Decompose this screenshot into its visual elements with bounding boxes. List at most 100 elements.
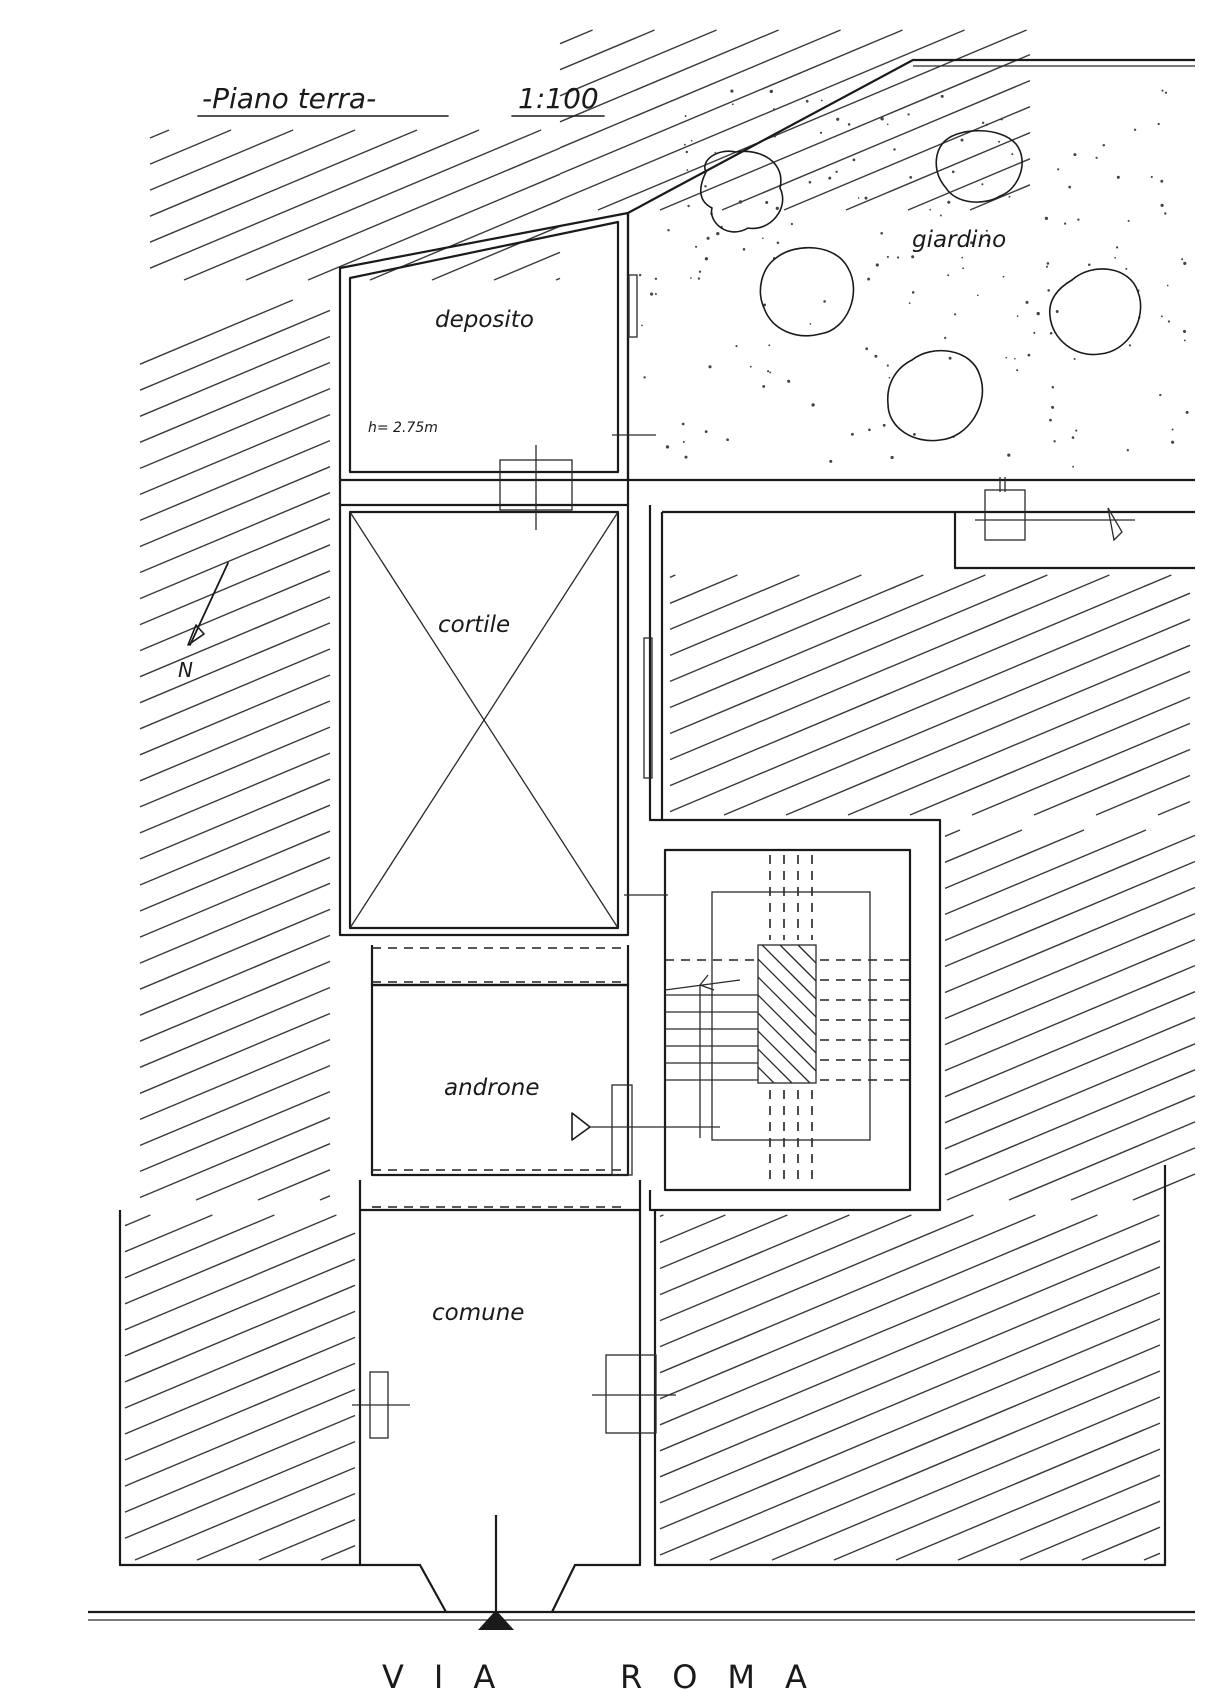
androne-top-wall (370, 945, 630, 987)
hatch-line (139, 648, 331, 730)
garden-dot (765, 200, 769, 205)
stair-core-hatch-line (761, 944, 817, 1000)
garden-dot (1114, 256, 1117, 259)
hatch-line (659, 1240, 1161, 1452)
stair-arrow-head (699, 974, 715, 991)
garden-dot (643, 376, 646, 379)
hatch-line (559, 29, 593, 45)
garden-dot (1128, 344, 1132, 347)
hatch-line (139, 908, 331, 990)
garden-dot (684, 115, 687, 117)
garden-dot (886, 255, 889, 258)
hatch-line (957, 1474, 1161, 1561)
garden-dot (1011, 153, 1014, 156)
garden-dot (1102, 144, 1106, 147)
garden-dot (767, 370, 770, 373)
hatch-line (559, 29, 903, 175)
hatch-line (124, 1414, 356, 1513)
garden-dot (1071, 436, 1075, 439)
hatch-line (139, 700, 331, 782)
hatch-line (139, 439, 331, 522)
garden-dot (865, 347, 869, 351)
hatch-line (721, 79, 1031, 211)
garden-dot (939, 214, 942, 217)
stair-upper-outline (711, 891, 871, 1141)
garden-dot (704, 185, 707, 188)
garden-dot (681, 422, 685, 426)
deposito-outer-wall (338, 211, 630, 482)
garden-dot (650, 292, 654, 296)
label-cortile: cortile (438, 612, 510, 638)
hatch-line (149, 129, 294, 191)
stair-arrow-line (664, 979, 741, 991)
hatch-line (124, 1214, 151, 1227)
window-comune-right (605, 1354, 657, 1434)
hatch-line (139, 466, 331, 548)
hatch-line (139, 492, 331, 574)
garden-dot (1044, 216, 1049, 221)
garden-dot (1159, 393, 1162, 397)
garden-dot (835, 170, 838, 173)
hatch-line (669, 574, 1048, 735)
stair-core-hatch-line (757, 958, 817, 1018)
hatch-line (944, 886, 1196, 994)
garden-dot (1164, 91, 1168, 94)
cortile-diagonal-2 (349, 511, 619, 929)
hatch-line (771, 1396, 1161, 1561)
hatch-line (149, 129, 480, 269)
garden-dot (1068, 185, 1072, 189)
garden-dot (690, 139, 693, 142)
door-androne-stair (611, 1084, 633, 1176)
hatch-line (659, 1266, 1161, 1478)
garden-dot (947, 200, 951, 204)
tree-1 (699, 150, 784, 233)
hatch-line (944, 829, 961, 837)
garden-dot (864, 196, 868, 200)
hatch-line (659, 1214, 1160, 1426)
garden-dot (1181, 258, 1184, 261)
garden-dot (1033, 331, 1036, 334)
hatch-line (1008, 1121, 1196, 1201)
garden-dot (911, 255, 915, 259)
north-arrow (187, 562, 229, 646)
hatch-neighbour-left (139, 299, 331, 1201)
label-comune: comune (432, 1300, 524, 1326)
hatch-neighbour-right-middle (669, 574, 1191, 816)
hatch-line (139, 413, 331, 496)
garden-dot (909, 176, 913, 179)
garden-dot (1077, 218, 1080, 221)
garden-dot (706, 236, 710, 240)
hatch-line (1081, 1526, 1161, 1561)
hatch-line (139, 299, 294, 365)
garden-dot (981, 183, 984, 186)
hatch-line (139, 934, 331, 1016)
garden-dot (1150, 175, 1153, 178)
garden-dot (874, 354, 878, 358)
hatch-line (149, 129, 418, 243)
hatch-line (139, 960, 331, 1042)
garden-dot (961, 256, 964, 259)
garden-dot (769, 371, 772, 374)
hatch-line (597, 29, 1027, 211)
hatch-line (139, 1064, 331, 1147)
garden-dot (808, 180, 812, 184)
hatch-line (944, 834, 1196, 942)
garden-dot (1053, 440, 1056, 443)
garden-dot (1125, 267, 1128, 270)
garden-dot (1002, 275, 1005, 278)
garden-dot (940, 94, 944, 98)
hatch-line (944, 991, 1196, 1098)
hatch-line (944, 860, 1196, 968)
hatch-line (195, 1143, 331, 1201)
garden-dot (1115, 246, 1119, 249)
main-entrance-arrow (478, 1610, 514, 1630)
hatch-line (944, 1043, 1196, 1150)
garden-dot (665, 445, 670, 449)
garden-dot (654, 292, 657, 296)
garden-dot (1049, 418, 1052, 422)
hatch-line (659, 1292, 1161, 1504)
garden-dot (742, 248, 746, 251)
garden-dot (1051, 405, 1055, 409)
label-north: N (178, 658, 193, 682)
garden-dot (1072, 465, 1074, 468)
